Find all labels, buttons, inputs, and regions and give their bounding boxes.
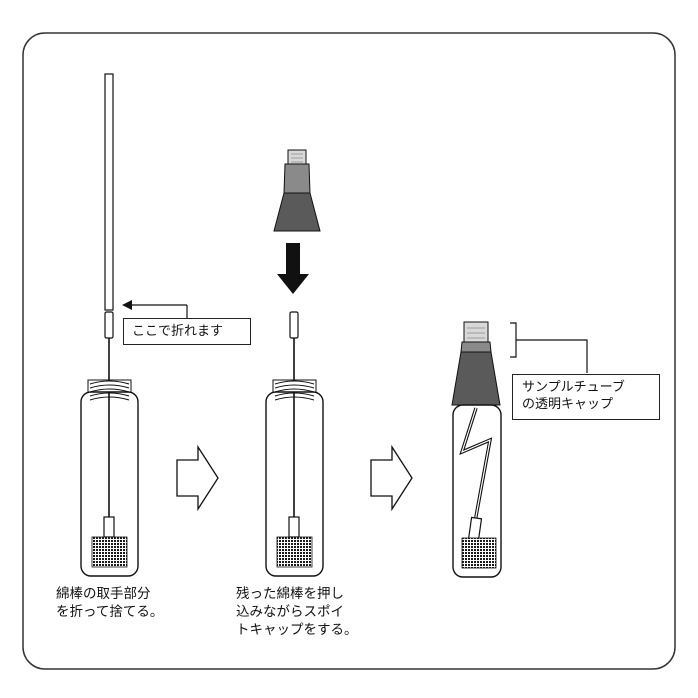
- cap-callout-line2: の透明キャップ: [522, 397, 614, 412]
- sample-tube-3: [452, 404, 502, 578]
- outer-border: [22, 32, 676, 670]
- swab-break-segment: [104, 311, 114, 339]
- sample-tube: [80, 379, 139, 577]
- swab-head-shaft: [103, 516, 115, 538]
- step2-caption-line2: 込みながらスポイ: [236, 604, 344, 620]
- swab-handle: [104, 73, 114, 311]
- step1-caption: 綿棒の取手部分 を折って捨てる。: [56, 585, 163, 621]
- swab-remaining-top: [289, 311, 299, 339]
- cap-callout-line1: サンプルチューブ: [522, 380, 625, 395]
- step2-caption: 残った綿棒を押し 込みながらスポイ トキャップをする。: [236, 585, 358, 639]
- swab-head-cotton: [91, 536, 128, 568]
- next-step-arrow-1: [176, 444, 219, 512]
- dropper-cap: [273, 149, 321, 232]
- push-down-arrow: [277, 243, 309, 294]
- sample-tube-2: [265, 379, 324, 577]
- step2-caption-line1: 残った綿棒を押し: [236, 586, 344, 602]
- swab-head-cotton-3: [461, 537, 497, 569]
- cap-body: [451, 351, 501, 406]
- cap-callout-leader: [510, 322, 588, 373]
- step1-caption-line2: を折って捨てる。: [56, 604, 164, 620]
- step2-illustration: [265, 149, 324, 577]
- step3-illustration: [451, 321, 502, 578]
- swab-head-shaft-2: [288, 516, 300, 538]
- cap-callout: サンプルチューブ の透明キャップ: [512, 374, 660, 420]
- break-point-callout: ここで折れます: [123, 318, 251, 345]
- swab-head-cotton-2: [276, 536, 313, 568]
- next-step-arrow-2: [370, 444, 413, 512]
- step2-caption-line3: トキャップをする。: [236, 622, 358, 638]
- step1-caption-line1: 綿棒の取手部分: [56, 586, 151, 602]
- break-point-leader: [122, 300, 188, 318]
- step1-illustration: [80, 73, 139, 577]
